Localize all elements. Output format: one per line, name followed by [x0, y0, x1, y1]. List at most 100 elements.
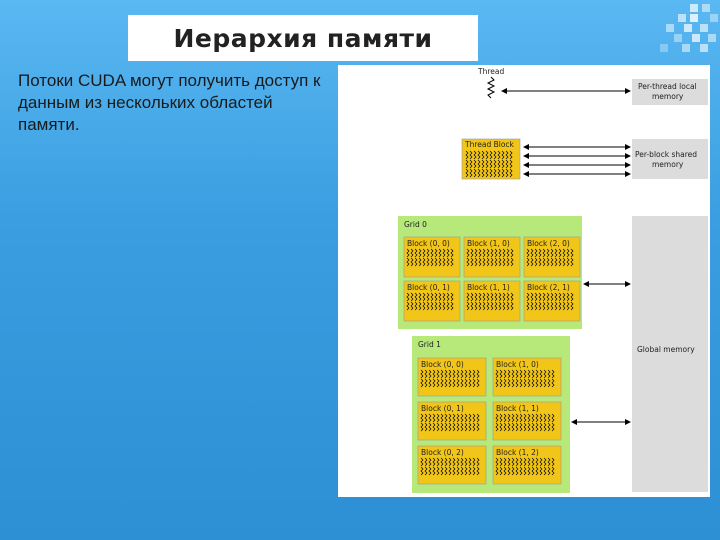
thread-icon: [511, 466, 515, 476]
thread-icon: [542, 257, 546, 267]
grid-0-block-threads: [526, 292, 574, 311]
thread-icon: [442, 292, 446, 302]
thread-icon: [531, 466, 535, 476]
thread-icon: [410, 248, 414, 258]
thread-icon: [523, 466, 527, 476]
diagram-canvas: Thread Per-thread local memory Thread Bl…: [398, 67, 708, 493]
thread-icon: [440, 457, 444, 467]
thread-icon: [476, 422, 480, 432]
thread-icon: [507, 413, 511, 423]
thread-icon: [502, 248, 506, 258]
thread-icon: [469, 168, 473, 178]
thread-icon: [476, 378, 480, 388]
thread-icon: [493, 159, 497, 169]
thread-icon: [546, 301, 550, 311]
thread-icon: [440, 378, 444, 388]
thread-icon: [547, 369, 551, 379]
thread-icon: [474, 257, 478, 267]
thread-icon: [558, 292, 562, 302]
thread-icon: [531, 369, 535, 379]
thread-icon: [494, 292, 498, 302]
thread-icon: [546, 257, 550, 267]
thread-icon: [436, 466, 440, 476]
thread-icon: [460, 422, 464, 432]
thread-icon: [547, 378, 551, 388]
thread-icon: [481, 159, 485, 169]
thread-icon: [515, 422, 519, 432]
thread-icon: [428, 413, 432, 423]
thread-icon: [424, 422, 428, 432]
thread-icon: [519, 413, 523, 423]
grid-0-block-box: [463, 280, 521, 322]
thread-icon: [477, 150, 481, 160]
thread-icon: [490, 257, 494, 267]
thread-icon: [566, 257, 570, 267]
memory-hierarchy-diagram: Thread Per-thread local memory Thread Bl…: [338, 65, 710, 497]
thread-icon: [566, 248, 570, 258]
thread-icon: [450, 248, 454, 258]
thread-icon: [438, 257, 442, 267]
thread-icon: [406, 292, 410, 302]
thread-icon: [542, 292, 546, 302]
thread-icon: [510, 301, 514, 311]
thread-icon: [531, 422, 535, 432]
thread-icon: [526, 301, 530, 311]
thread-icon: [503, 422, 507, 432]
thread-icon: [448, 466, 452, 476]
thread-icon: [523, 457, 527, 467]
thread-icon: [432, 466, 436, 476]
thread-icon: [428, 457, 432, 467]
thread-block-threads: [465, 150, 513, 178]
thread-icon: [526, 248, 530, 258]
thread-icon: [446, 248, 450, 258]
grid-0-block-label: Block (0, 0): [407, 239, 450, 248]
thread-icon: [493, 168, 497, 178]
thread-icon: [515, 413, 519, 423]
thread-icon: [422, 257, 426, 267]
thread-icon: [509, 150, 513, 160]
thread-icon: [428, 466, 432, 476]
thread-icon: [497, 159, 501, 169]
thread-icon: [436, 378, 440, 388]
thread-icon: [470, 301, 474, 311]
thread-icon: [440, 413, 444, 423]
thread-icon: [440, 466, 444, 476]
thread-icon: [478, 292, 482, 302]
thread-icon: [543, 413, 547, 423]
thread-icon: [452, 369, 456, 379]
thread-icon: [472, 466, 476, 476]
thread-icon: [468, 422, 472, 432]
thread-icon: [523, 378, 527, 388]
thread-icon: [562, 301, 566, 311]
thread-icon: [418, 257, 422, 267]
thread-icon: [464, 457, 468, 467]
thread-icon: [510, 257, 514, 267]
thread-icon: [539, 466, 543, 476]
thread-icon: [502, 292, 506, 302]
thread-icon: [444, 413, 448, 423]
thread-icon: [494, 257, 498, 267]
thread-icon: [464, 413, 468, 423]
thread-icon: [482, 257, 486, 267]
thread-icon: [428, 378, 432, 388]
thread-icon: [511, 369, 515, 379]
global-memory-box: [632, 216, 708, 492]
thread-icon: [566, 301, 570, 311]
thread-icon: [490, 248, 494, 258]
thread-icon: [440, 422, 444, 432]
thread-icon: [448, 457, 452, 467]
thread-icon: [527, 369, 531, 379]
thread-icon: [486, 301, 490, 311]
thread-icon: [546, 292, 550, 302]
thread-icon: [464, 466, 468, 476]
thread-icon: [466, 257, 470, 267]
grid-1-block-threads: [495, 369, 555, 388]
thread-icon: [535, 466, 539, 476]
thread-icon: [511, 457, 515, 467]
thread-icon: [562, 257, 566, 267]
grid-0-blocks: Block (0, 0)Block (1, 0)Block (2, 0)Bloc…: [403, 236, 581, 322]
thread-icon: [414, 301, 418, 311]
thread-icon: [526, 292, 530, 302]
thread-icon: [539, 457, 543, 467]
grid-1-block-box: [492, 357, 562, 397]
